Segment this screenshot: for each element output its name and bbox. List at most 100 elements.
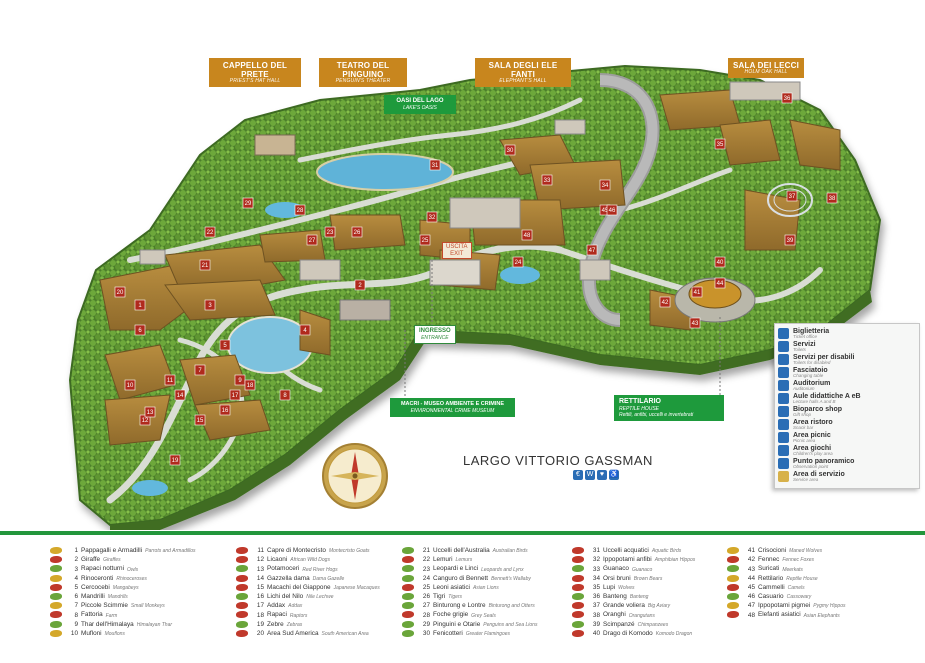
enclosure-marker[interactable]: 46 [606,204,618,216]
svg-text:3: 3 [208,303,212,309]
svg-text:35: 35 [717,142,724,148]
enclosure-marker[interactable]: 25 [419,234,431,246]
animal-icon [236,565,248,573]
legend-number: 36 [592,593,600,601]
enclosure-marker[interactable]: 6 [134,324,146,336]
animal-icon [727,583,739,591]
enclosure-marker[interactable]: 20 [114,286,126,298]
enclosure-marker[interactable]: 10 [124,379,136,391]
legend-name-en: Asian Lions [472,584,499,591]
svg-text:47: 47 [589,248,596,254]
enclosure-marker[interactable]: 34 [599,179,611,191]
enclosure-marker[interactable]: 37 [786,190,798,202]
enclosure-marker[interactable]: 17 [229,389,241,401]
enclosure-marker[interactable]: 1 [134,299,146,311]
enclosure-marker[interactable]: 13 [144,406,156,418]
enclosure-marker[interactable]: 47 [586,244,598,256]
legend-name-en: African Wild Dogs [290,557,330,564]
legend-name-en: Cassowary [786,594,812,601]
enclosure-marker[interactable]: 8 [279,389,291,401]
svg-text:38: 38 [829,196,836,202]
enclosure-marker[interactable]: 43 [689,317,701,329]
legend-name-en: Small Monkeys [130,603,165,610]
legend-name-it: Grande voliera [603,602,645,610]
enclosure-marker[interactable]: 14 [174,389,186,401]
legend-name-en: Asian Elephants [803,612,840,619]
enclosure-marker[interactable]: 21 [199,259,211,271]
service-legend-label: Biglietteria [793,328,830,335]
svg-text:20: 20 [117,290,124,296]
svg-text:24: 24 [515,260,522,266]
enclosure-marker[interactable]: 26 [351,226,363,238]
enclosure-marker[interactable]: 24 [512,256,524,268]
enclosure-marker[interactable]: 40 [714,256,726,268]
enclosure-marker[interactable]: 28 [294,204,306,216]
legend-name-en: Wolves [618,584,635,591]
legend-name-it: Leopardi e Linci [433,565,479,573]
svg-text:46: 46 [609,208,616,214]
animal-icon [50,565,62,573]
animal-icon [236,620,248,628]
enclosure-marker[interactable]: 9 [234,374,246,386]
enclosure-marker[interactable]: 11 [164,374,176,386]
enclosure-marker[interactable]: 36 [781,92,793,104]
legend-name-en: Australian Birds [492,548,528,555]
enclosure-marker[interactable]: 23 [324,226,336,238]
svg-text:16: 16 [222,408,229,414]
legend-number: 39 [592,620,600,628]
legend-name-it: Thar dell'Himalaya [81,620,134,628]
enclosure-marker[interactable]: 33 [541,174,553,186]
enclosure-marker[interactable]: 39 [784,234,796,246]
animal-icon [50,592,62,600]
legend-number: 44 [747,574,755,582]
enclosure-marker[interactable]: 38 [826,192,838,204]
animal-icon [50,583,62,591]
legend-number: 42 [747,556,755,564]
svg-text:18: 18 [247,383,254,389]
enclosure-marker[interactable]: 31 [429,159,441,171]
enclosure-marker[interactable]: 41 [691,286,703,298]
enclosure-marker[interactable]: 42 [659,296,671,308]
legend-name-en: Red River Hogs [302,566,338,573]
enclosure-marker[interactable]: 48 [521,229,533,241]
legend-name-en: Orangutans [628,612,655,619]
service-legend-label: Fasciatoio [793,367,828,374]
enclosure-marker[interactable]: 2 [354,279,366,291]
enclosure-marker[interactable]: 18 [244,379,256,391]
enclosure-marker[interactable]: 30 [504,144,516,156]
legend-name-en: Pygmy Hippos [813,603,846,610]
animal-icon [727,547,739,554]
enclosure-marker[interactable]: 32 [426,211,438,223]
enclosure-marker[interactable]: 22 [204,226,216,238]
enclosure-marker[interactable]: 3 [204,299,216,311]
enclosure-marker[interactable]: 35 [714,138,726,150]
legend-name-it: Canguro di Bennett [433,574,489,582]
enclosure-marker[interactable]: 44 [714,277,726,289]
enclosure-marker[interactable]: 15 [194,414,206,426]
legend-name-it: Piccole Scimmie [81,602,128,610]
animal-icon [572,629,584,637]
enclosure-marker[interactable]: 7 [194,364,206,376]
enclosure-marker[interactable]: 16 [219,404,231,416]
enclosure-marker[interactable]: 4 [299,324,311,336]
enclosure-marker[interactable]: 27 [306,234,318,246]
service-legend-sub: Picnic area [793,438,816,443]
enclosure-marker[interactable]: 19 [169,454,181,466]
enclosure-marker[interactable]: 5 [219,339,231,351]
service-legend-sub: Auditorium [793,386,815,391]
animal-icon [402,602,414,610]
enclosure-marker[interactable]: 29 [242,197,254,209]
animal-icon [50,574,62,582]
